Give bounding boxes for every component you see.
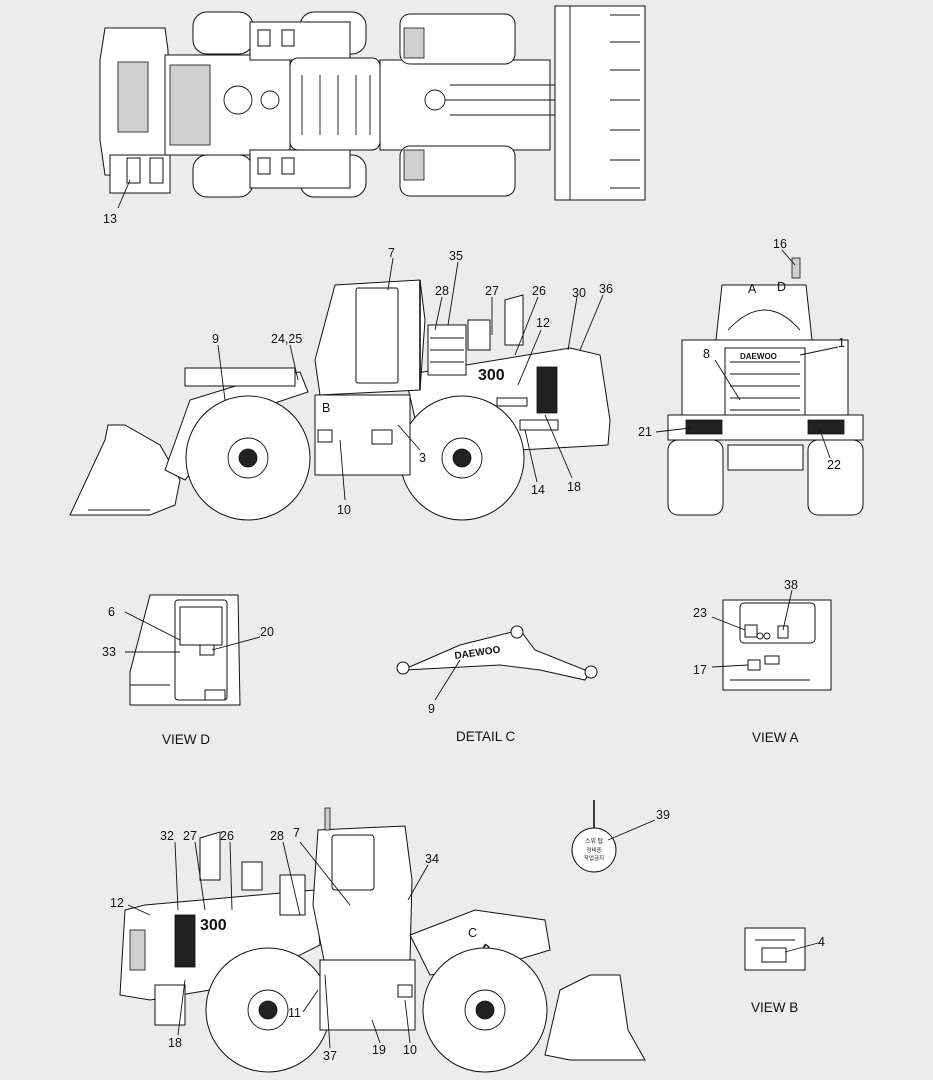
callout-39: 39 [656, 808, 670, 822]
callout-10-left: 10 [337, 503, 351, 517]
callout-3: 3 [419, 451, 426, 465]
callout-23: 23 [693, 606, 707, 620]
callout-9-left: 9 [212, 332, 219, 346]
callout-21: 21 [638, 425, 652, 439]
callout-27-right: 27 [183, 829, 197, 843]
side-letter-b: B [322, 401, 330, 415]
callout-13: 13 [103, 212, 117, 226]
brand-logo-front: DAEWOO [740, 352, 777, 361]
callout-6: 6 [108, 605, 115, 619]
callout-18-left: 18 [567, 480, 581, 494]
callout-12-right: 12 [110, 896, 124, 910]
callout-18-right: 18 [168, 1036, 182, 1050]
side-view-left: 300 DAEWOO B [69, 257, 611, 521]
callout-24-25: 24,25 [271, 332, 302, 346]
view-b [744, 927, 819, 971]
callout-8: 8 [703, 347, 710, 361]
sign-line-1: 스위 탑 [585, 837, 604, 845]
front-letter-d: D [777, 280, 786, 294]
callout-27-left: 27 [485, 284, 499, 298]
view-a [711, 589, 832, 691]
sign-line-3: 작업금지 [584, 854, 604, 862]
callout-11: 11 [288, 1006, 301, 1020]
callout-1: 1 [838, 336, 845, 350]
callout-26-left: 26 [532, 284, 546, 298]
callout-19: 19 [372, 1043, 386, 1057]
front-letter-a: A [748, 282, 757, 296]
detail-c: DAEWOO [396, 625, 598, 701]
callout-20: 20 [260, 625, 274, 639]
callout-12-left: 12 [536, 316, 550, 330]
callout-33: 33 [102, 645, 116, 659]
callout-14: 14 [531, 483, 545, 497]
callout-32: 32 [160, 829, 174, 843]
caption-view-d: VIEW D [162, 732, 210, 747]
model-logo-left: 300 [478, 367, 505, 384]
side-view-right: 300 DAEWOO C [119, 807, 646, 1073]
caption-view-a: VIEW A [752, 730, 799, 745]
callout-26-right: 26 [220, 829, 234, 843]
callout-38: 38 [784, 578, 798, 592]
caption-detail-c: DETAIL C [456, 729, 516, 744]
side-letter-c: C [468, 926, 477, 940]
callout-4: 4 [818, 935, 825, 949]
warning-sign: 스위 탑 정비중 작업금지 [571, 800, 656, 873]
callout-7-right: 7 [293, 826, 300, 840]
callout-17: 17 [693, 663, 707, 677]
callout-10-right: 10 [403, 1043, 417, 1057]
callout-9-detail: 9 [428, 702, 435, 716]
callout-16: 16 [773, 237, 787, 251]
model-logo-right: 300 [200, 917, 227, 934]
caption-view-b: VIEW B [751, 1000, 798, 1015]
top-view [99, 5, 646, 209]
callout-28-right: 28 [270, 829, 284, 843]
view-d [124, 594, 261, 706]
callout-30: 30 [572, 286, 586, 300]
callout-35: 35 [449, 249, 463, 263]
front-view: DAEWOO A D [655, 249, 864, 516]
sign-line-2: 정비중 [586, 846, 601, 854]
callout-7-left: 7 [388, 246, 395, 260]
callout-34: 34 [425, 852, 439, 866]
callout-36: 36 [599, 282, 613, 296]
callout-37: 37 [323, 1049, 337, 1063]
callout-28-left: 28 [435, 284, 449, 298]
callout-22: 22 [827, 458, 841, 472]
